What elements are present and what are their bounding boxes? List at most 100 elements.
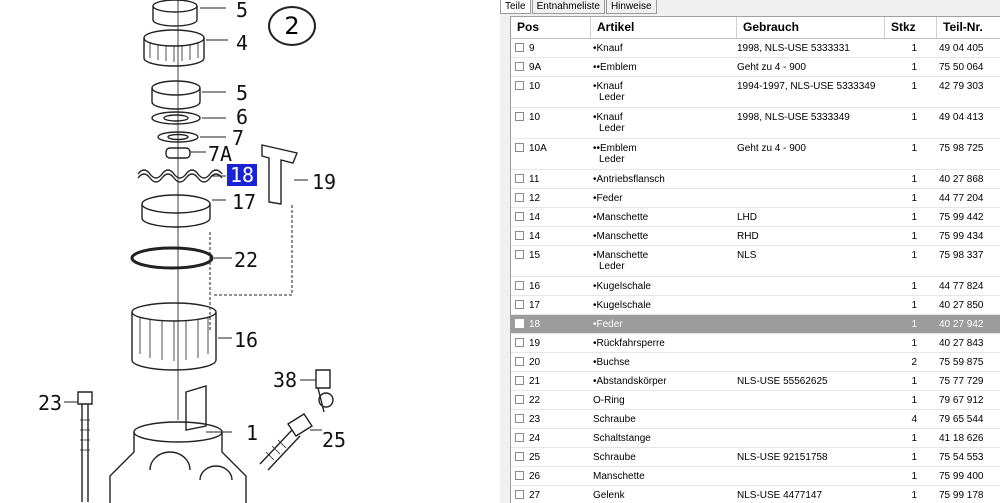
callout-17[interactable]: 17	[232, 190, 257, 214]
row-checkbox[interactable]	[515, 212, 524, 221]
row-checkbox[interactable]	[515, 452, 524, 461]
pos-cell: 11	[511, 170, 591, 188]
callout-7a[interactable]: 7A	[208, 142, 233, 166]
gebrauch-cell	[737, 353, 885, 371]
sheet-number-badge: 2	[268, 6, 316, 46]
callout-5[interactable]: 5	[236, 81, 249, 105]
row-checkbox[interactable]	[515, 250, 524, 259]
row-checkbox[interactable]	[515, 281, 524, 290]
gebrauch-cell	[737, 391, 885, 409]
teil-nr-cell: 49 04 413	[939, 112, 984, 123]
teil-nr-cell: 40 27 850	[939, 300, 984, 311]
gebrauch-cell: 1998, NLS-USE 5333349	[737, 112, 850, 123]
row-checkbox[interactable]	[515, 376, 524, 385]
row-checkbox[interactable]	[515, 43, 524, 52]
stkz-cell: 1	[911, 81, 917, 92]
column-header-teil-nr[interactable]: Teil-Nr.	[937, 17, 1000, 38]
row-checkbox[interactable]	[515, 433, 524, 442]
callout-23[interactable]: 23	[38, 391, 63, 415]
artikel-value: •Manschette	[593, 250, 649, 261]
callout-25[interactable]: 25	[322, 428, 347, 452]
row-checkbox[interactable]	[515, 357, 524, 366]
pos-cell: 22	[511, 391, 591, 409]
column-header-artikel[interactable]: Artikel	[591, 17, 737, 38]
artikel-value: •Knauf	[593, 43, 623, 54]
artikel-subvalue: Leder	[599, 261, 625, 272]
pos-cell: 10	[511, 77, 591, 107]
row-checkbox[interactable]	[515, 81, 524, 90]
pos-cell: 26	[511, 467, 591, 485]
row-checkbox[interactable]	[515, 62, 524, 71]
callout-4[interactable]: 4	[236, 31, 249, 55]
pos-cell: 23	[511, 410, 591, 428]
callout-5-top[interactable]: 5	[236, 0, 249, 22]
row-checkbox[interactable]	[515, 300, 524, 309]
artikel-cell: •Buchse	[591, 353, 737, 371]
row-checkbox[interactable]	[515, 231, 524, 240]
row-checkbox[interactable]	[515, 395, 524, 404]
row-checkbox[interactable]	[515, 414, 524, 423]
stkz-cell: 1	[911, 62, 917, 73]
callout-7[interactable]: 7	[232, 126, 245, 150]
row-checkbox[interactable]	[515, 319, 524, 328]
row-checkbox[interactable]	[515, 338, 524, 347]
pos-cell: 27	[511, 486, 591, 503]
row-checkbox[interactable]	[515, 112, 524, 121]
row-checkbox[interactable]	[515, 174, 524, 183]
callout-18-highlighted[interactable]: 18	[227, 164, 258, 186]
row-checkbox[interactable]	[515, 143, 524, 152]
pos-cell: 9A	[511, 58, 591, 76]
pos-cell: 24	[511, 429, 591, 447]
artikel-value: •Manschette	[593, 212, 649, 223]
callout-1[interactable]: 1	[246, 421, 259, 445]
row-checkbox[interactable]	[515, 193, 524, 202]
pos-value: 23	[529, 414, 541, 425]
row-checkbox[interactable]	[515, 490, 524, 499]
artikel-value: Gelenk	[593, 490, 625, 501]
stkz-cell: 1	[911, 250, 917, 261]
callout-6[interactable]: 6	[236, 105, 249, 129]
tab-hinweise[interactable]: Hinweise	[605, 0, 657, 14]
pos-cell: 14	[511, 208, 591, 226]
gebrauch-cell	[737, 170, 885, 188]
callout-22[interactable]: 22	[234, 248, 259, 272]
row-checkbox[interactable]	[515, 471, 524, 480]
parts-list-panel: Teile Entnahmeliste Hinweise Pos Artikel…	[500, 0, 1000, 503]
callout-38[interactable]: 38	[273, 368, 298, 392]
pos-value: 17	[529, 300, 541, 311]
column-header-pos[interactable]: Pos	[511, 17, 591, 38]
tab-teile[interactable]: Teile	[500, 0, 531, 14]
pos-cell: 18	[511, 315, 591, 333]
pos-value: 10	[529, 81, 541, 92]
callout-19[interactable]: 19	[312, 170, 337, 194]
artikel-cell: •Kugelschale	[591, 296, 737, 314]
callout-16[interactable]: 16	[234, 328, 259, 352]
column-header-gebrauch[interactable]: Gebrauch	[737, 17, 885, 38]
artikel-cell: •Knauf	[591, 39, 737, 57]
column-header-stkz[interactable]: Stkz	[885, 17, 937, 38]
tab-entnahmeliste[interactable]: Entnahmeliste	[531, 0, 605, 14]
